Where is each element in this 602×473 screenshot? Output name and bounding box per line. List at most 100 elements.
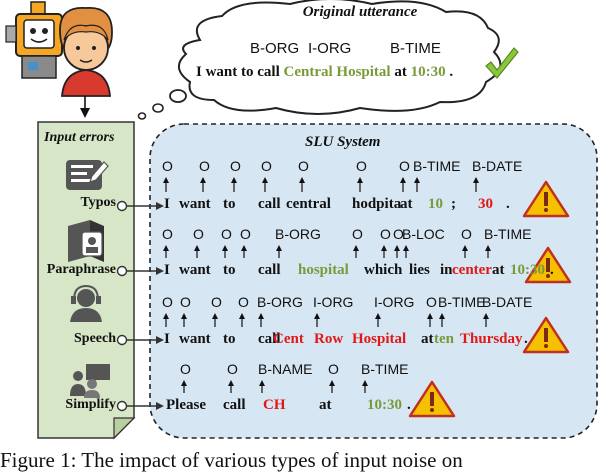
slot-tag: O	[393, 226, 404, 242]
input-token: Thursday	[460, 331, 523, 347]
warning-icon	[524, 246, 572, 284]
check-icon	[485, 47, 519, 79]
input-token: at	[421, 331, 434, 347]
input-token: call	[223, 397, 246, 413]
slot-tag: O	[426, 294, 437, 310]
robot-icon	[5, 1, 63, 79]
token-arrows	[163, 177, 491, 393]
connectors	[116, 200, 164, 412]
token-arrow-head	[462, 245, 468, 251]
slot-tag: O	[238, 294, 249, 310]
input-errors-title: Input errors	[44, 130, 115, 145]
input-token: call	[258, 331, 281, 347]
token-arrow-head	[259, 380, 265, 386]
input-token: I	[164, 331, 170, 347]
input-token: at	[319, 397, 332, 413]
warning-icon	[408, 380, 456, 418]
token-arrow-head	[299, 177, 305, 183]
token-arrow-head	[231, 177, 237, 183]
input-token: 10:30	[510, 262, 545, 278]
token-arrow-head	[427, 313, 433, 319]
slot-tag: O	[221, 226, 232, 242]
token-arrow-head	[329, 380, 335, 386]
cloud-tag: B-ORG	[250, 40, 300, 57]
error-label-speech: Speech	[74, 331, 116, 346]
input-token: which	[364, 262, 403, 278]
input-token: want	[179, 331, 211, 347]
figure-caption: Figure 1: The impact of various types of…	[0, 448, 463, 472]
input-token: to	[223, 331, 236, 347]
token-arrow-head	[200, 177, 206, 183]
token-arrow-head	[403, 245, 409, 251]
slot-tag: O	[227, 361, 238, 377]
simplify-icon	[70, 364, 110, 398]
cloud-tag: B-TIME	[390, 40, 441, 57]
input-token: central	[286, 196, 331, 212]
slot-tag: B-ORG	[257, 294, 303, 310]
slot-tag: O	[380, 226, 391, 242]
input-token: to	[223, 262, 236, 278]
token-arrow-head	[381, 245, 387, 251]
token-arrow-head	[181, 380, 187, 386]
slot-tag: O	[180, 294, 191, 310]
slot-tag: O	[199, 158, 210, 174]
input-token: hodpita	[352, 196, 402, 212]
input-token: to	[223, 196, 236, 212]
slot-tag: B-NAME	[258, 361, 313, 377]
token-arrow-head	[194, 245, 200, 251]
input-token: want	[179, 262, 211, 278]
cloud-entity: Central Hospital	[283, 64, 391, 80]
slot-tag: B-DATE	[472, 158, 523, 174]
person-icon	[59, 7, 113, 97]
input-token: .	[524, 331, 528, 347]
slot-tag: O	[193, 226, 204, 242]
slot-tag: O	[162, 294, 173, 310]
token-arrow-head	[163, 313, 169, 319]
slu-title: SLU System	[305, 134, 381, 150]
input-errors-panel	[37, 121, 136, 440]
token-arrow-head	[276, 245, 282, 251]
input-token: hospital	[298, 262, 349, 278]
error-label-paraphrase: Paraphrase	[46, 262, 116, 277]
input-token: .	[407, 397, 411, 413]
slot-tag: O	[356, 158, 367, 174]
token-arrow-head	[357, 177, 363, 183]
input-token: I	[164, 262, 170, 278]
token-arrow-head	[483, 313, 489, 319]
slot-tag: B-TIME	[413, 158, 461, 174]
slot-tag: O	[162, 158, 173, 174]
input-token: at	[492, 262, 505, 278]
speech-icon	[70, 284, 102, 322]
cloud-sentence: I want to call Central Hospital at 10:30…	[196, 64, 453, 81]
token-arrow-head	[163, 245, 169, 251]
token-arrow-head	[212, 313, 218, 319]
slot-tag: O	[328, 361, 339, 377]
token-arrow-head	[473, 177, 479, 183]
slot-tag: O	[180, 361, 191, 377]
token-arrow-head	[414, 177, 420, 183]
token-arrow-head	[222, 245, 228, 251]
token-arrow-head	[314, 313, 320, 319]
token-arrow-head	[241, 245, 247, 251]
token-arrow-head	[485, 245, 491, 251]
input-token: I	[164, 196, 170, 212]
thought-cloud	[137, 0, 502, 120]
slot-tag: B-LOC	[402, 226, 445, 242]
token-arrow-head	[439, 313, 445, 319]
token-arrow-head	[181, 313, 187, 319]
cloud-title: Original utterance	[302, 4, 418, 20]
input-token: CH	[263, 397, 286, 413]
slu-system-box	[149, 123, 598, 439]
input-token: Hospital	[352, 331, 407, 347]
slot-tag: B-DATE	[482, 294, 533, 310]
slot-tag: B-TIME	[438, 294, 486, 310]
cloud-tag: I-ORG	[308, 40, 352, 57]
token-arrow-head	[228, 380, 234, 386]
slot-tag: O	[240, 226, 251, 242]
cloud-sentence-part: at	[390, 64, 411, 80]
slot-tag: O	[162, 226, 173, 242]
input-token: want	[179, 196, 211, 212]
slot-tag: B-TIME	[361, 361, 409, 377]
input-token: .	[550, 262, 554, 278]
